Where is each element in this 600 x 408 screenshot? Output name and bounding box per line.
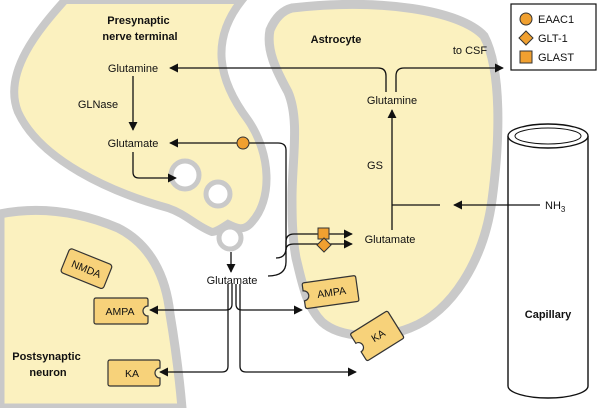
- presynaptic-label-line2: nerve terminal: [102, 31, 177, 43]
- legend-glast-label: GLAST: [538, 52, 574, 64]
- synaptic-vesicle: [203, 179, 233, 209]
- glt1-transporter: [316, 237, 332, 253]
- ampa-astro-label: AMPA: [316, 285, 346, 301]
- postsynaptic-label-line1: Postsynaptic: [12, 351, 80, 363]
- to-ka-astro-arrow: [239, 284, 357, 377]
- glnase-label: GLNase: [78, 99, 118, 111]
- glutamine-presynaptic-label: Glutamine: [108, 63, 158, 75]
- postsynaptic-label-line2: neuron: [29, 367, 67, 379]
- to-ampa-astro-arrow: [235, 284, 303, 315]
- eaac1-reuptake-arrow: [169, 138, 287, 259]
- eaac1-transporter: [236, 136, 250, 150]
- postsynaptic-neuron: [0, 206, 187, 408]
- docked-vesicle: [216, 224, 244, 252]
- nh3-label: NH3: [545, 200, 566, 214]
- glutamine-astrocyte-label: Glutamine: [367, 95, 417, 107]
- ampa-post-receptor: AMPA: [93, 297, 149, 325]
- glutamate-presynaptic-label: Glutamate: [108, 138, 159, 150]
- capillary-label: Capillary: [525, 309, 572, 321]
- to-csf-arrow: [395, 63, 504, 92]
- ka-post-label: KA: [125, 368, 139, 380]
- legend-glt1-label: GLT-1: [538, 33, 568, 45]
- astrocyte: [264, 0, 503, 341]
- ka-astro-receptor: KA: [350, 310, 405, 362]
- glast-transporter: [317, 227, 330, 240]
- astrocyte-uptake-line-2: [285, 239, 353, 251]
- to-ampa-post-arrow: [149, 284, 233, 315]
- nh3-subscript: 3: [561, 205, 566, 214]
- ampa-post-label: AMPA: [106, 306, 135, 318]
- presynaptic-label-line1: Presynaptic: [107, 15, 169, 27]
- astrocyte-uptake-line: [267, 229, 353, 277]
- glt1-legend-icon: [518, 30, 534, 46]
- astrocyte-label: Astrocyte: [311, 34, 362, 46]
- to-ka-post-arrow: [159, 284, 229, 377]
- postsynaptic-label: Postsynaptic neuron: [12, 351, 84, 379]
- glutamine-transfer-arrow: [169, 63, 387, 92]
- to-csf-label: to CSF: [453, 45, 488, 57]
- glast-legend-icon: [519, 50, 533, 64]
- synaptic-vesicle: [168, 158, 202, 192]
- ka-post-receptor: KA: [107, 359, 161, 387]
- nh3-text: NH: [545, 200, 561, 212]
- legend-eaac1-label: EAAC1: [538, 14, 574, 26]
- capillary: [507, 123, 589, 399]
- vesicle-loading-arrow: [132, 152, 177, 183]
- presynaptic-terminal: [10, 0, 271, 237]
- gs-label: GS: [367, 160, 383, 172]
- nmda-receptor: NMDA: [60, 248, 113, 290]
- presynaptic-label: Presynaptic nerve terminal: [102, 15, 177, 43]
- eaac1-legend-icon: [519, 12, 533, 26]
- glutamate-cleft-label: Glutamate: [207, 275, 258, 287]
- ampa-astro-receptor: AMPA: [301, 275, 360, 310]
- glutamate-astrocyte-label: Glutamate: [365, 234, 416, 246]
- legend: EAAC1 GLT-1 GLAST: [510, 3, 597, 71]
